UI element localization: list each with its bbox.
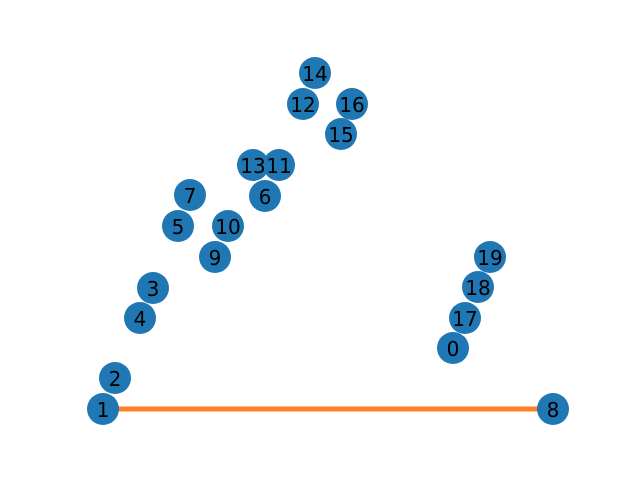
node-label-8: 8 <box>547 398 560 422</box>
node-label-2: 2 <box>109 367 122 391</box>
node-circle-17 <box>449 302 481 334</box>
node-label-12: 12 <box>290 93 315 117</box>
node-9: 9 <box>199 241 231 273</box>
node-label-6: 6 <box>259 185 272 209</box>
node-label-1: 1 <box>97 398 110 422</box>
node-4: 4 <box>124 302 156 334</box>
node-1: 1 <box>87 393 119 425</box>
node-circle-9 <box>199 241 231 273</box>
node-circle-10 <box>212 210 244 242</box>
node-circle-3 <box>137 272 169 304</box>
node-12: 12 <box>287 88 319 120</box>
node-circle-12 <box>287 88 319 120</box>
node-label-16: 16 <box>339 93 364 117</box>
node-label-14: 14 <box>302 62 327 86</box>
node-3: 3 <box>137 272 169 304</box>
node-0: 0 <box>437 332 469 364</box>
node-15: 15 <box>325 118 357 150</box>
node-circle-15 <box>325 118 357 150</box>
node-circle-6 <box>249 180 281 212</box>
node-circle-2 <box>99 362 131 394</box>
node-label-18: 18 <box>465 276 490 300</box>
node-5: 5 <box>162 210 194 242</box>
node-label-4: 4 <box>134 307 147 331</box>
node-label-11: 11 <box>266 154 291 178</box>
node-label-3: 3 <box>147 277 160 301</box>
node-19: 19 <box>474 241 506 273</box>
node-circle-1 <box>87 393 119 425</box>
node-circle-8 <box>537 393 569 425</box>
node-6: 6 <box>249 180 281 212</box>
node-8: 8 <box>537 393 569 425</box>
node-17: 17 <box>449 302 481 334</box>
node-circle-5 <box>162 210 194 242</box>
node-label-17: 17 <box>452 307 477 331</box>
node-16: 16 <box>336 88 368 120</box>
node-label-13: 13 <box>240 154 265 178</box>
node-label-19: 19 <box>477 246 502 270</box>
node-circle-13 <box>237 149 269 181</box>
node-circle-14 <box>299 57 331 89</box>
node-14: 14 <box>299 57 331 89</box>
node-label-0: 0 <box>447 337 460 361</box>
node-circle-4 <box>124 302 156 334</box>
node-10: 10 <box>212 210 244 242</box>
node-label-5: 5 <box>172 215 185 239</box>
node-11: 11 <box>263 149 295 181</box>
node-label-15: 15 <box>328 123 353 147</box>
node-13: 13 <box>237 149 269 181</box>
node-circle-19 <box>474 241 506 273</box>
node-circle-0 <box>437 332 469 364</box>
node-circle-16 <box>336 88 368 120</box>
node-18: 18 <box>462 271 494 303</box>
node-label-10: 10 <box>215 215 240 239</box>
node-7: 7 <box>174 179 206 211</box>
node-circle-7 <box>174 179 206 211</box>
node-circle-11 <box>263 149 295 181</box>
node-label-9: 9 <box>209 246 222 270</box>
node-label-7: 7 <box>184 184 197 208</box>
node-circle-18 <box>462 271 494 303</box>
node-2: 2 <box>99 362 131 394</box>
